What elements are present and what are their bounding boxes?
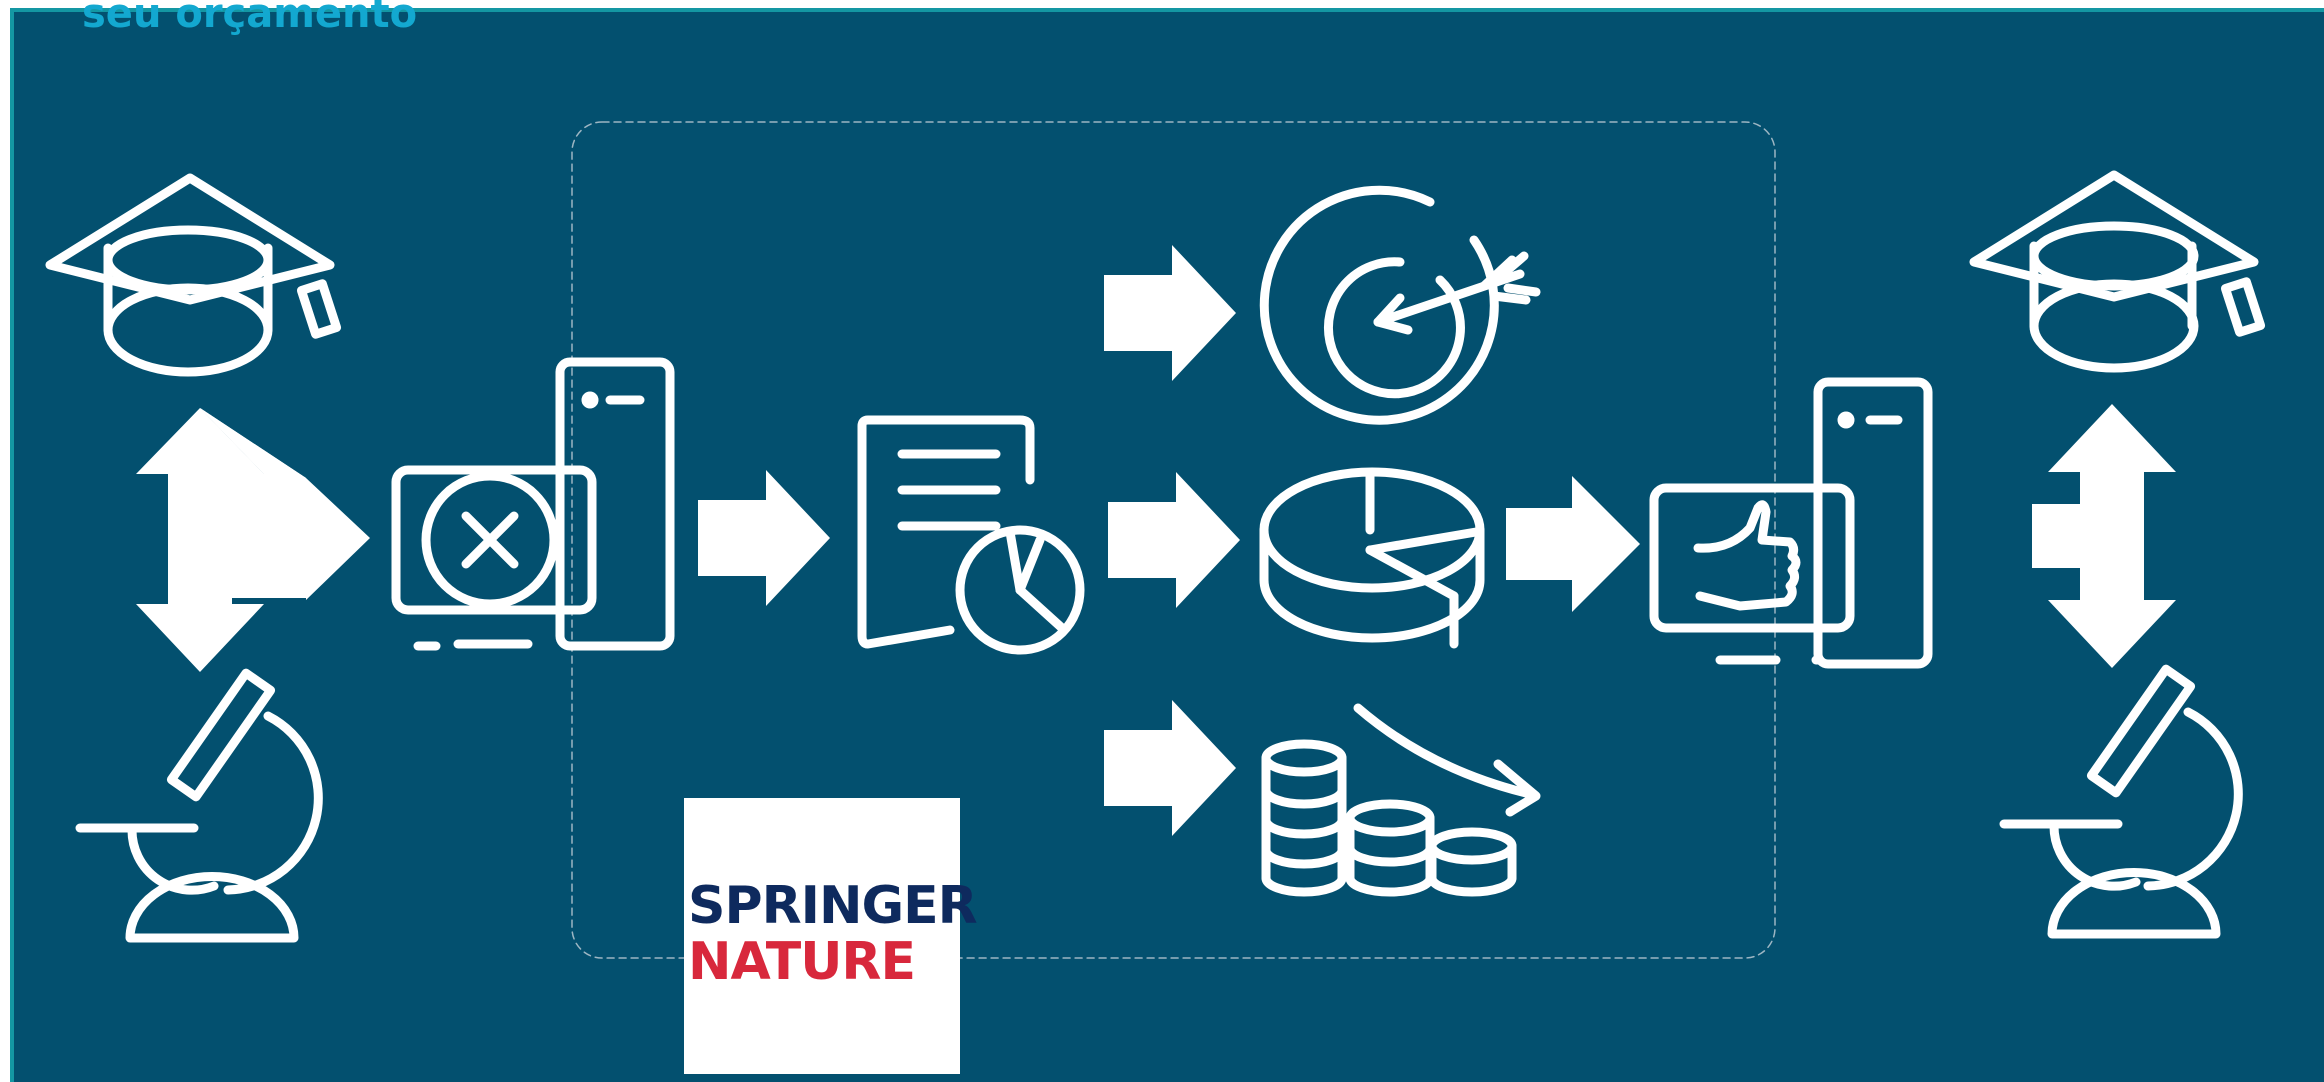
- arrow-right-icon: [1506, 476, 1640, 612]
- branch-arrow-full: [200, 408, 306, 480]
- arrow-right-icon: [698, 470, 830, 606]
- arrow-right-icon: [1108, 472, 1240, 608]
- coins-decrease-icon: [1261, 703, 1541, 897]
- double-arrow-icon: [2032, 404, 2176, 668]
- microscope-icon: [1999, 664, 2243, 939]
- devices-rejected-icon: [391, 357, 675, 651]
- target-icon: [1259, 185, 1541, 425]
- springer-nature-logo: SPRINGER NATURE: [684, 798, 978, 1074]
- logo-line-nature: NATURE: [688, 932, 916, 992]
- branch-arrow-main: [136, 408, 370, 672]
- headline-text: seu orçamento: [82, 0, 418, 37]
- devices-approved-icon: [1649, 377, 1933, 669]
- microscope-icon: [75, 668, 323, 943]
- logo-line-springer: SPRINGER: [688, 876, 978, 936]
- graduation-cap-icon: [45, 173, 342, 377]
- arrow-right-icon: [1104, 245, 1236, 381]
- pie-chart-icon: [1259, 467, 1485, 649]
- report-chart-icon: [857, 415, 1085, 655]
- graduation-cap-icon: [1969, 170, 2266, 373]
- arrow-right-icon: [1104, 700, 1236, 836]
